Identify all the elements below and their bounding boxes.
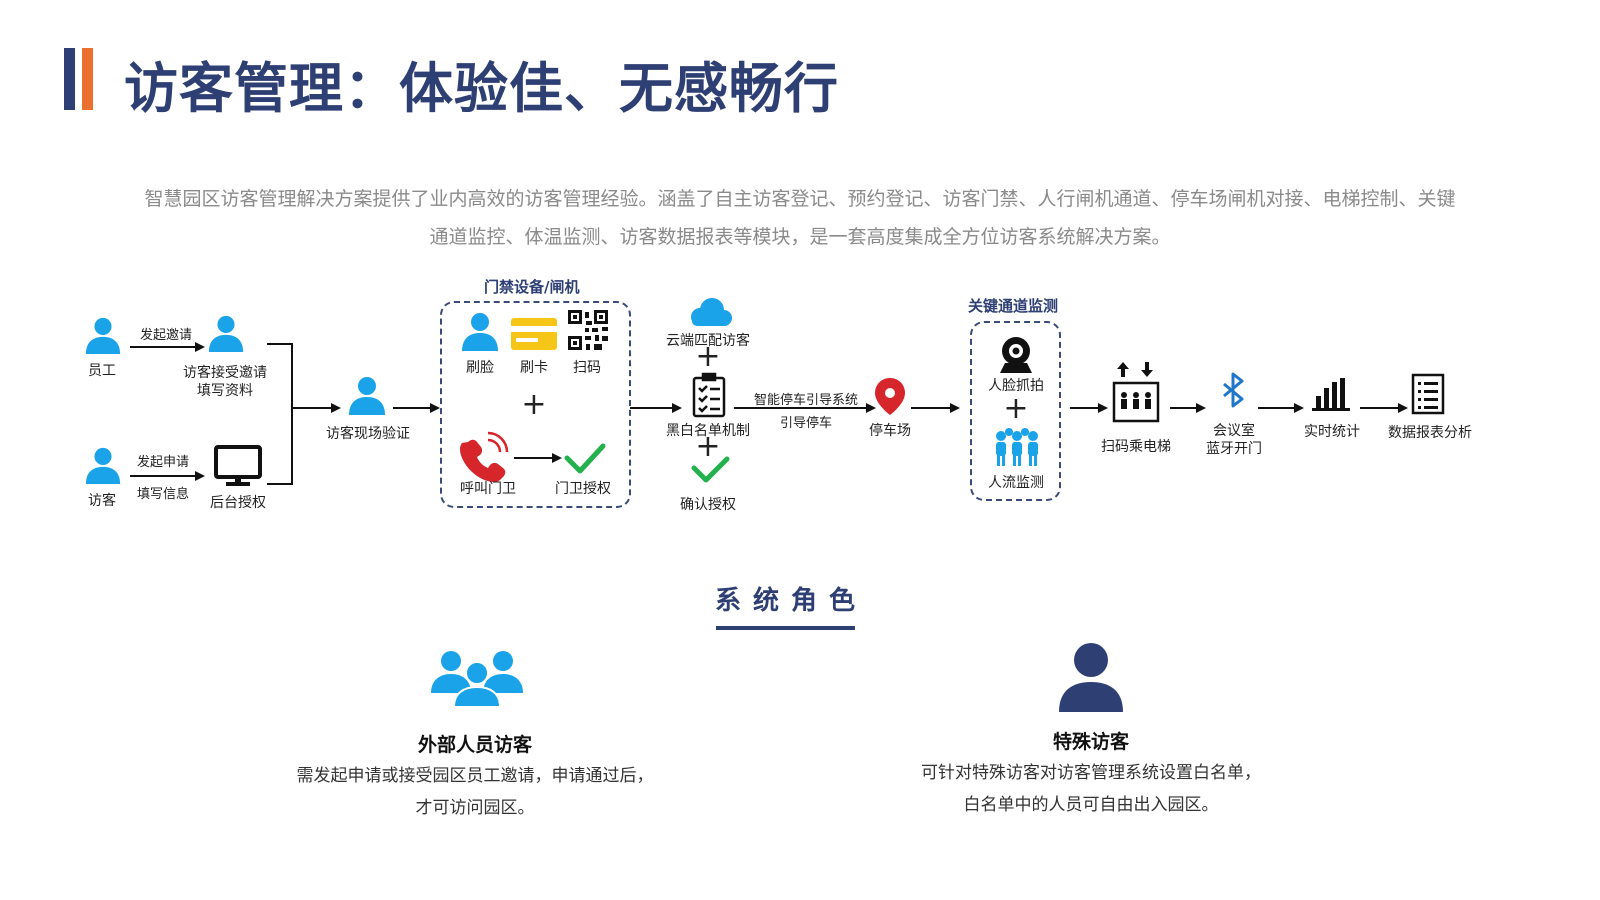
invite-action-label: 发起邀请 — [139, 328, 192, 343]
intro-line-1: 智慧园区访客管理解决方案提供了业内高效的访客管理经验。涵盖了自主访客登记、预约登… — [144, 188, 1456, 210]
plus-sign-key: + — [1003, 391, 1029, 426]
elevator-icon — [1112, 362, 1160, 423]
confirm-auth-label: 确认授权 — [680, 497, 736, 513]
plus-sign-confirm: + — [695, 429, 721, 464]
bar-chart-icon — [1312, 378, 1350, 411]
monitor-icon — [214, 445, 262, 486]
cloud-icon — [691, 298, 732, 326]
blackwhite-label: 黑白名单机制 — [666, 423, 750, 439]
roles-section-underline — [716, 626, 855, 630]
access-group-title: 门禁设备/闸机 — [484, 278, 580, 296]
special-role-title: 特殊访客 — [1052, 731, 1129, 753]
face-label: 刷脸 — [466, 360, 494, 376]
phone-call-icon — [460, 431, 509, 482]
special-person-icon — [1059, 643, 1123, 712]
apply-action-label: 发起申请 — [136, 455, 189, 470]
key-channel-group — [970, 321, 1061, 501]
roles-section-title: 系统角色 — [714, 586, 867, 616]
visitor-label: 访客 — [88, 493, 116, 509]
confirm-check-icon — [691, 456, 730, 483]
call-guard-label: 呼叫门卫 — [460, 481, 516, 497]
location-pin-icon — [875, 378, 905, 415]
plus-sign-cloud: + — [695, 339, 721, 374]
special-role-desc-line-1: 可针对特殊访客对访客管理系统设置白名单， — [921, 763, 1261, 783]
page-title: 访客管理：体验佳、无感畅行 — [124, 57, 839, 120]
card-label: 刷卡 — [520, 360, 548, 376]
card-icon — [511, 318, 557, 350]
scan-label: 扫码 — [573, 360, 601, 376]
backend-auth-label: 后台授权 — [210, 495, 266, 511]
bluetooth-icon — [1223, 372, 1244, 408]
access-devices-group — [440, 301, 631, 508]
key-channel-title: 关键通道监测 — [968, 297, 1059, 315]
external-role-desc: 需发起申请或接受园区员工邀请，申请通过后， 才可访问园区。 — [240, 760, 710, 824]
realtime-stats-label: 实时统计 — [1304, 424, 1360, 440]
special-role-desc: 可针对特殊访客对访客管理系统设置白名单， 白名单中的人员可自由出入园区。 — [856, 757, 1326, 821]
fill-info-label: 填写信息 — [136, 487, 189, 502]
merge-bracket — [267, 343, 293, 485]
webcam-icon — [1000, 337, 1032, 373]
guard-check-icon — [564, 443, 606, 474]
guest-accept-person-icon — [208, 315, 244, 352]
external-role-desc-line-1: 需发起申请或接受园区员工邀请，申请通过后， — [296, 766, 654, 786]
cloud-match-label: 云端匹配访客 — [666, 333, 750, 349]
external-role-title: 外部人员访客 — [417, 734, 532, 756]
group-icon — [431, 651, 523, 708]
qr-code-icon — [568, 310, 608, 350]
crowd-monitor-label: 人流监测 — [988, 475, 1044, 491]
guest-accept-label-1: 访客接受邀请 — [183, 365, 267, 381]
report-label: 数据报表分析 — [1388, 425, 1472, 441]
meeting-label-1: 会议室 — [1213, 423, 1255, 439]
checklist-icon — [692, 372, 726, 418]
meeting-label-2: 蓝牙开门 — [1206, 441, 1262, 457]
onsite-verify-label: 访客现场验证 — [326, 426, 410, 442]
guest-accept-label-2: 填写资料 — [197, 383, 253, 399]
title-accent-bar-navy — [64, 48, 75, 110]
guard-auth-label: 门卫授权 — [555, 481, 611, 497]
employee-person-icon — [85, 317, 121, 354]
employee-label: 员工 — [88, 363, 116, 379]
intro-line-2: 通道监控、体温监测、访客数据报表等模块，是一套高度集成全方位访客系统解决方案。 — [429, 226, 1171, 248]
external-role-desc-line-2: 才可访问园区。 — [415, 798, 535, 818]
parking-label: 停车场 — [869, 423, 911, 439]
elevator-label: 扫码乘电梯 — [1101, 439, 1171, 455]
onsite-verify-person-icon — [349, 377, 385, 415]
intro-paragraph: 智慧园区访客管理解决方案提供了业内高效的访客管理经验。涵盖了自主访客登记、预约登… — [100, 180, 1500, 256]
parking-guide-label-1: 智能停车引导系统 — [753, 393, 858, 408]
report-icon — [1411, 373, 1445, 415]
crowd-icon — [996, 428, 1038, 466]
plus-sign-access: + — [521, 387, 547, 422]
special-role-desc-line-2: 白名单中的人员可自由出入园区。 — [963, 795, 1219, 815]
title-accent-bar-orange — [82, 48, 93, 110]
visitor-person-icon — [85, 447, 121, 484]
face-capture-label: 人脸抓拍 — [988, 378, 1044, 394]
parking-guide-label-2: 引导停车 — [779, 416, 832, 431]
